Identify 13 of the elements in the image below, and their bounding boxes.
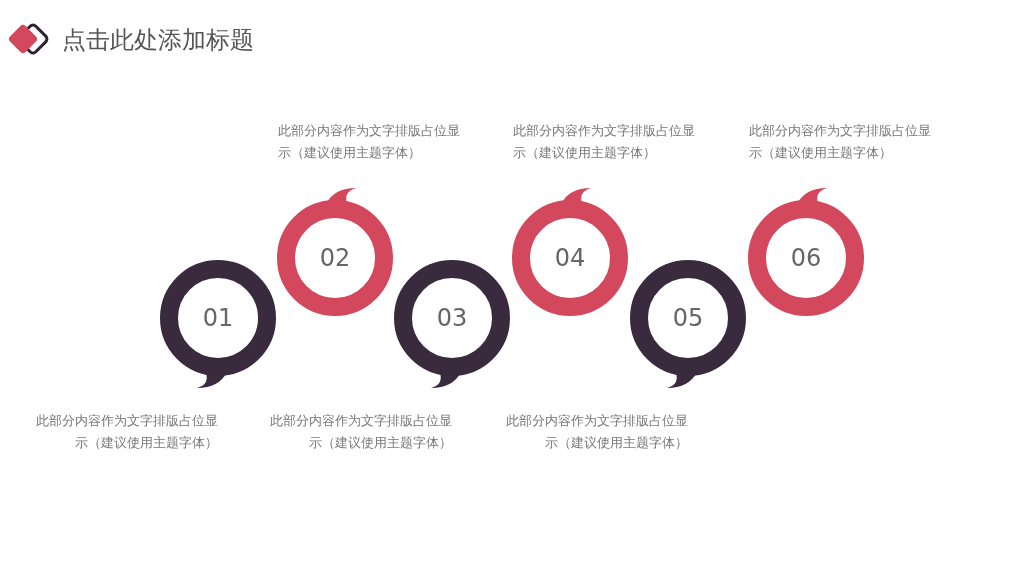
step-number: 04 — [553, 244, 587, 272]
step-number: 06 — [789, 244, 823, 272]
description-text: 此部分内容作为文字排版占位显示（建议使用主题字体） — [35, 412, 218, 452]
step-number: 01 — [201, 304, 235, 332]
description-text: 此部分内容作为文字排版占位显示（建议使用主题字体） — [269, 412, 452, 452]
description-text: 此部分内容作为文字排版占位显示（建议使用主题字体） — [513, 122, 696, 162]
description-text: 此部分内容作为文字排版占位显示（建议使用主题字体） — [505, 412, 688, 452]
step-number: 03 — [435, 304, 469, 332]
description-text: 此部分内容作为文字排版占位显示（建议使用主题字体） — [278, 122, 461, 162]
description-text: 此部分内容作为文字排版占位显示（建议使用主题字体） — [749, 122, 932, 162]
step-number: 05 — [671, 304, 705, 332]
slide-title: 点击此处添加标题 — [62, 25, 254, 56]
step-number: 02 — [318, 244, 352, 272]
